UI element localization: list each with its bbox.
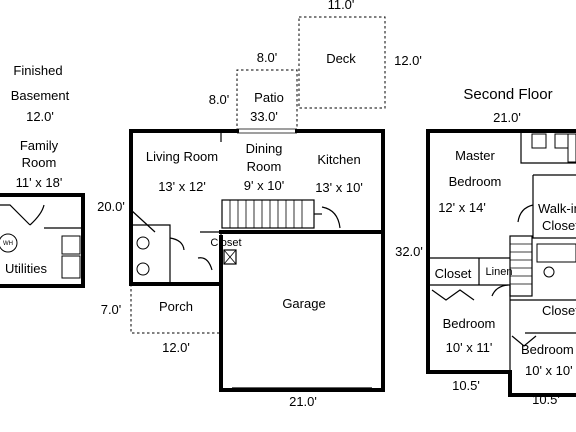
- dimension-labels: 12.0' 11.0' 12.0' 8.0' 8.0' 33.0' 20.0' …: [26, 0, 560, 409]
- room-labels: Finished Basement Family Room 11' x 18' …: [3, 51, 576, 378]
- basement-plan: [0, 193, 85, 288]
- second-floor-plan: [426, 129, 576, 397]
- basement-walls: [0, 193, 85, 288]
- dim-basement-width: 12.0': [26, 109, 54, 124]
- garage-walls: [219, 230, 385, 335]
- right-closet-walls: [510, 299, 576, 334]
- label-walkin: Walk-in: [538, 201, 576, 216]
- main-closet: [197, 231, 244, 284]
- walkin-door-swing: [517, 204, 534, 223]
- closet-linen-walls: [428, 257, 510, 286]
- patio-outline: [236, 69, 298, 131]
- master-toilet-icon: [554, 133, 570, 149]
- water-heater-icon: [0, 233, 18, 253]
- kitchen-door-swing: [321, 206, 341, 229]
- label-kitchen: Kitchen: [317, 152, 360, 167]
- label-living-room: Living Room: [146, 149, 218, 164]
- toilet-icon: [136, 262, 150, 276]
- deck-outline: [298, 16, 386, 109]
- label-bedroom-left: Bedroom: [443, 316, 496, 331]
- main-left-walls: [129, 129, 223, 286]
- label-family-size: 11' x 18': [16, 175, 63, 190]
- label-basement: Basement: [11, 88, 70, 103]
- label-master-size: 12' x 14': [438, 200, 486, 215]
- dryer-icon: [61, 255, 81, 279]
- dim-second-bottom-right: 10.5': [532, 392, 560, 407]
- dim-second-bottom-left: 10.5': [452, 378, 480, 393]
- main-stairs: [221, 199, 322, 229]
- dim-second-depth: 32.0': [395, 244, 423, 259]
- label-living-room-size: 13' x 12': [158, 179, 206, 194]
- label-dining-room: Room: [247, 159, 282, 174]
- label-bedroom-left-size: 10' x 11': [446, 340, 493, 355]
- main-outer-walls: [129, 129, 385, 392]
- label-family-room: Room: [22, 155, 57, 170]
- label-water-heater: WH: [3, 241, 13, 247]
- label-garage: Garage: [282, 296, 325, 311]
- main-floor-plan: [129, 16, 386, 392]
- basement-door-swing: [29, 204, 45, 226]
- label-closet-main: Closet: [210, 237, 241, 249]
- hall-sink-icon: [543, 266, 555, 278]
- label-patio: Patio: [254, 90, 284, 105]
- master-sink-icon: [531, 133, 547, 149]
- closet-bifold-doors: [431, 289, 475, 301]
- label-walkin-closet: Closet: [542, 218, 576, 233]
- label-dining-size: 9' x 10': [244, 178, 284, 193]
- label-second-floor: Second Floor: [463, 86, 552, 103]
- patio-door: [237, 128, 297, 134]
- label-dining: Dining: [246, 141, 283, 156]
- label-utilities: Utilities: [5, 261, 47, 276]
- porch-outline: [130, 284, 221, 334]
- label-kitchen-size: 13' x 10': [315, 180, 363, 195]
- dim-main-width: 33.0': [250, 109, 278, 124]
- entry-door-swing: [197, 257, 213, 271]
- bedroom-door-swing: [491, 284, 509, 297]
- dim-garage-width: 21.0': [289, 394, 317, 409]
- dim-patio-width: 8.0': [257, 50, 278, 65]
- label-closet-left: Closet: [435, 266, 472, 281]
- washer-icon: [61, 235, 81, 255]
- label-master: Master: [455, 148, 495, 163]
- label-master-bedroom: Bedroom: [449, 174, 502, 189]
- label-finished: Finished: [13, 63, 62, 78]
- label-porch: Porch: [159, 299, 193, 314]
- sink-icon: [136, 236, 150, 250]
- label-family: Family: [20, 138, 59, 153]
- dim-deck-width: 11.0': [328, 0, 355, 12]
- label-deck: Deck: [326, 51, 356, 66]
- walkin-closet-walls: [532, 174, 576, 239]
- dim-second-width: 21.0': [493, 110, 521, 125]
- dim-main-depth: 20.0': [97, 199, 125, 214]
- dim-patio-depth: 8.0': [209, 92, 230, 107]
- upper-stairs: [509, 235, 533, 297]
- right-bedroom-door: [511, 335, 537, 347]
- bath-door-swing: [169, 237, 185, 251]
- label-closet-right: Closet: [542, 303, 576, 318]
- dim-deck-depth: 12.0': [394, 53, 422, 68]
- label-bedroom-right: Bedroom: [521, 342, 574, 357]
- basement-stair-wall: [0, 204, 31, 226]
- master-bath: [520, 131, 576, 164]
- master-tub-icon: [567, 133, 576, 163]
- half-bath: [130, 209, 185, 284]
- dim-porch-depth: 7.0': [101, 302, 122, 317]
- label-linen: Linen: [486, 266, 513, 278]
- dim-porch-width: 12.0': [162, 340, 190, 355]
- hall-tub-icon: [536, 243, 576, 263]
- label-bedroom-right-size: 10' x 10': [525, 363, 573, 378]
